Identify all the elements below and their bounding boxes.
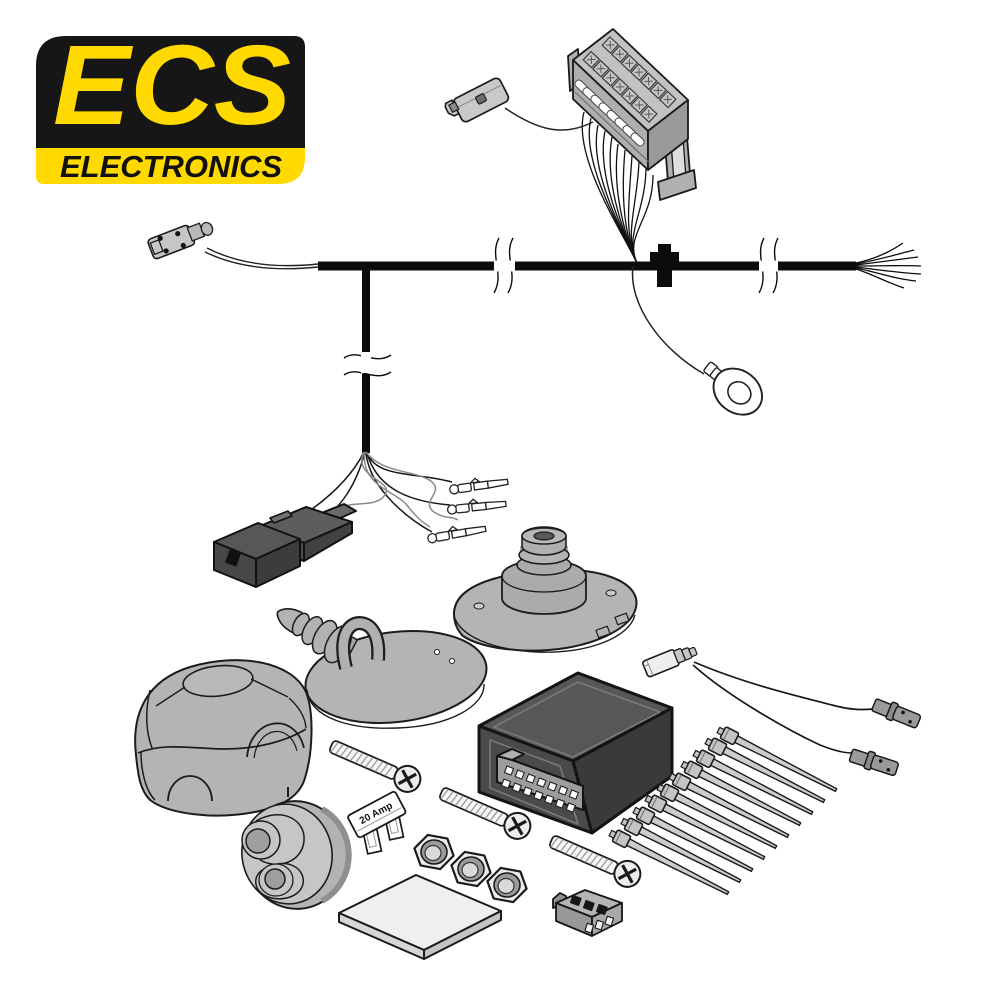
svg-text:ELECTRONICS: ELECTRONICS <box>60 149 282 184</box>
svg-text:ECS: ECS <box>53 22 291 148</box>
